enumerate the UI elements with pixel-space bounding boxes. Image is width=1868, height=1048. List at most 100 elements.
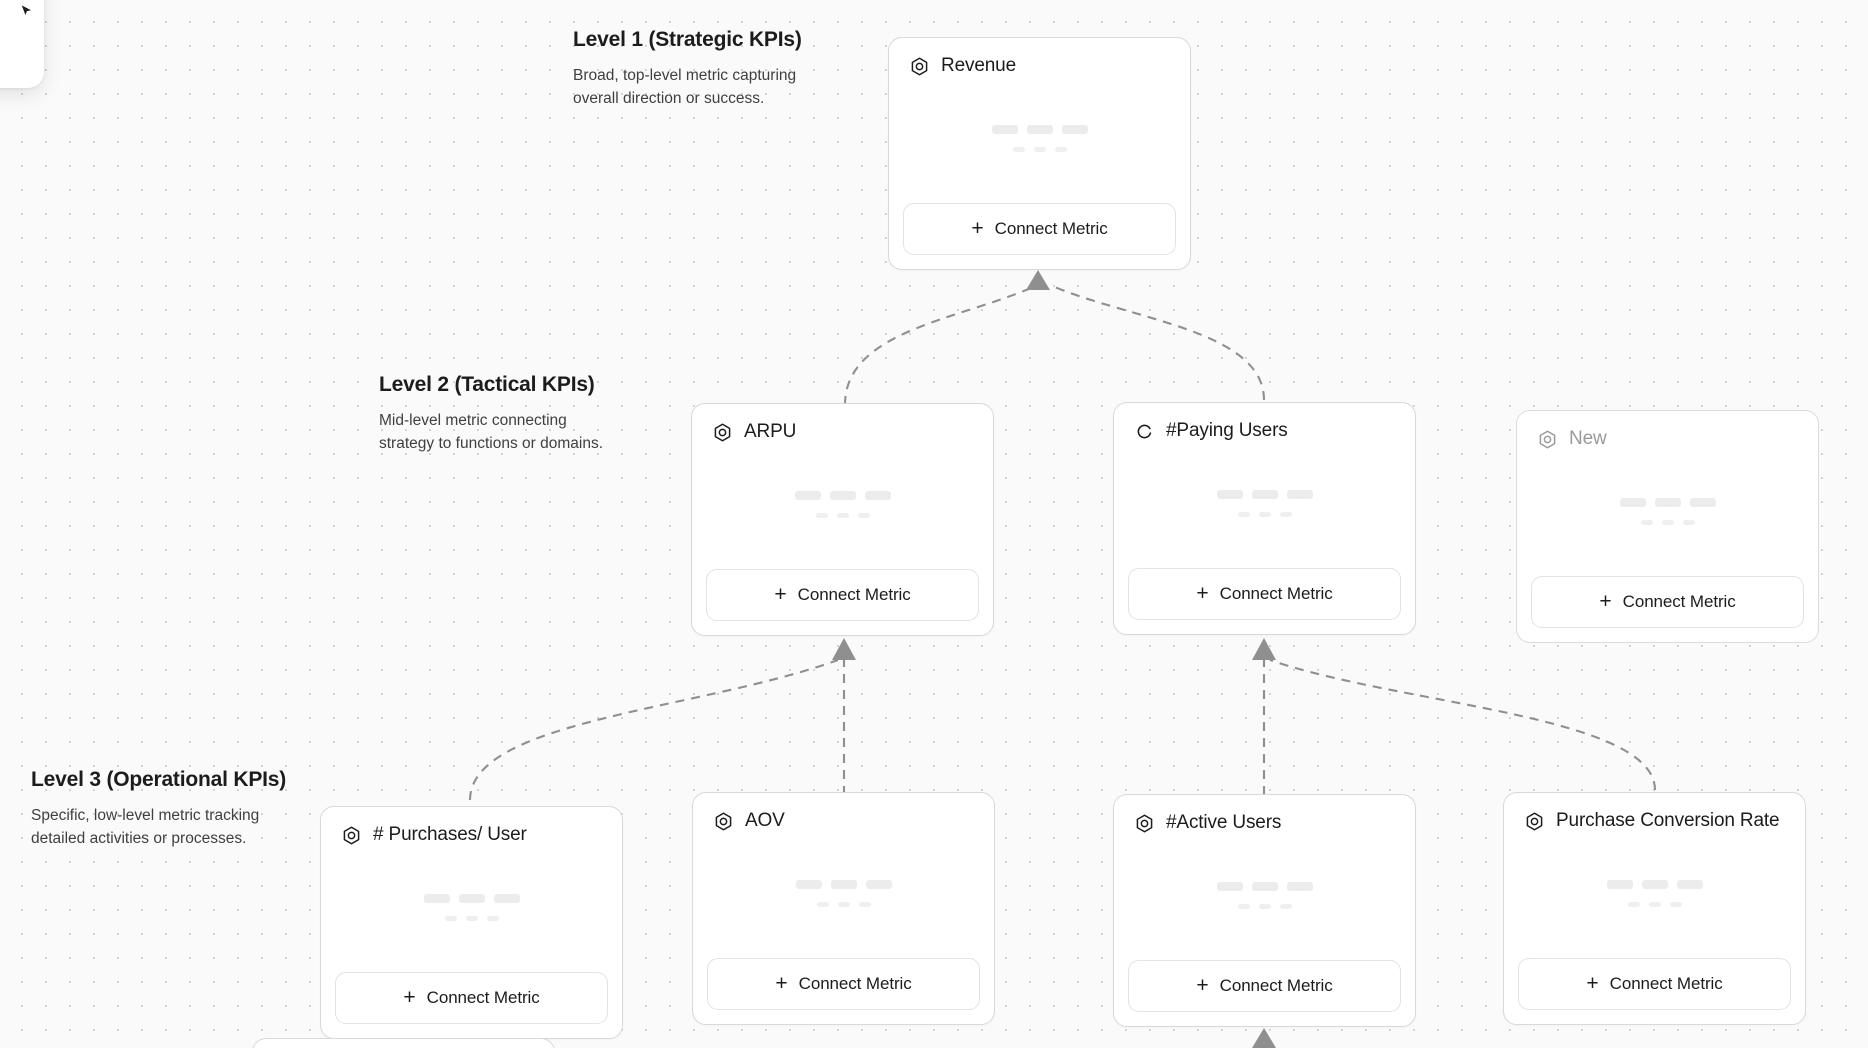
skeleton-row-primary bbox=[1216, 881, 1313, 891]
connect-metric-button[interactable]: + Connect Metric bbox=[1128, 568, 1401, 620]
card-placeholder-body bbox=[1114, 443, 1415, 568]
connect-metric-label: Connect Metric bbox=[797, 585, 911, 604]
skeleton-bar bbox=[1251, 881, 1278, 891]
skeleton-bar-small bbox=[1279, 511, 1292, 517]
level-annotation-2: Level 2 (Tactical KPIs) Mid-level metric… bbox=[379, 372, 679, 455]
skeleton-bar-small bbox=[857, 512, 870, 518]
plus-icon: + bbox=[403, 985, 416, 1009]
skeleton-bar bbox=[1286, 489, 1313, 499]
skeleton-bar bbox=[1251, 489, 1278, 499]
hexagon-metric-icon bbox=[713, 811, 734, 832]
card-placeholder-body bbox=[692, 444, 993, 569]
skeleton-row-secondary bbox=[1012, 146, 1067, 152]
skeleton-row-secondary bbox=[1237, 511, 1292, 517]
plus-icon: + bbox=[774, 582, 787, 606]
card-placeholder-body bbox=[1504, 833, 1805, 958]
skeleton-row-secondary bbox=[816, 901, 871, 907]
skeleton-row-primary bbox=[423, 893, 520, 903]
card-header: #Active Users bbox=[1114, 795, 1415, 835]
level-3-title: Level 3 (Operational KPIs) bbox=[31, 768, 287, 791]
skeleton-bar-small bbox=[858, 901, 871, 907]
skeleton-bar-small bbox=[465, 915, 478, 921]
card-header: Revenue bbox=[889, 38, 1190, 78]
skeleton-bar bbox=[864, 490, 891, 500]
skeleton-bar bbox=[1619, 497, 1646, 507]
skeleton-row-primary bbox=[1619, 497, 1716, 507]
card-title: New bbox=[1569, 428, 1607, 449]
level-1-title: Level 1 (Strategic KPIs) bbox=[573, 28, 802, 51]
card-title: Revenue bbox=[941, 55, 1017, 76]
plus-icon: + bbox=[1196, 973, 1209, 997]
plus-icon: + bbox=[1599, 589, 1612, 613]
card-placeholder-body bbox=[889, 78, 1190, 203]
metric-card-purchase-conversion-rate[interactable]: Purchase Conversion Rate + Connect Metri… bbox=[1503, 792, 1806, 1025]
connect-metric-label: Connect Metric bbox=[994, 219, 1108, 238]
skeleton-bar-small bbox=[1258, 511, 1271, 517]
metric-card-offscreen-bottom[interactable] bbox=[252, 1038, 555, 1048]
plus-icon: + bbox=[1196, 581, 1209, 605]
skeleton-bar-small bbox=[1012, 146, 1025, 152]
card-header: # Purchases/ User bbox=[321, 807, 622, 847]
card-title: Purchase Conversion Rate bbox=[1556, 810, 1780, 831]
skeleton-row-secondary bbox=[1237, 903, 1292, 909]
hexagon-metric-icon bbox=[712, 422, 733, 443]
card-title: #Paying Users bbox=[1166, 420, 1288, 441]
level-2-description: Mid-level metric connecting strategy to … bbox=[379, 412, 604, 452]
connect-metric-label: Connect Metric bbox=[426, 988, 540, 1007]
metric-card-arpu[interactable]: ARPU + Connect Metric bbox=[691, 403, 994, 636]
skeleton-bar-small bbox=[1054, 146, 1067, 152]
skeleton-bar bbox=[1606, 879, 1633, 889]
connector-payingusers-revenue bbox=[1049, 284, 1266, 401]
card-header: Purchase Conversion Rate bbox=[1504, 793, 1805, 833]
skeleton-bar bbox=[1641, 879, 1668, 889]
metric-card-new[interactable]: New + Connect Metric bbox=[1516, 410, 1819, 643]
connect-metric-button[interactable]: + Connect Metric bbox=[335, 972, 608, 1024]
arrowhead-activeusers-down bbox=[1252, 1028, 1276, 1048]
card-title: # Purchases/ User bbox=[373, 824, 527, 845]
skeleton-row-primary bbox=[1216, 489, 1313, 499]
skeleton-bar bbox=[1061, 124, 1088, 134]
card-placeholder-body bbox=[1114, 835, 1415, 960]
card-placeholder-body bbox=[1517, 451, 1818, 576]
skeleton-bar-small bbox=[1237, 903, 1250, 909]
skeleton-bar-small bbox=[815, 512, 828, 518]
skeleton-bar-small bbox=[816, 901, 829, 907]
connect-metric-button[interactable]: + Connect Metric bbox=[706, 569, 979, 621]
card-header: ARPU bbox=[692, 404, 993, 444]
floating-corner-panel[interactable] bbox=[0, 0, 44, 88]
skeleton-row-secondary bbox=[815, 512, 870, 518]
skeleton-bar bbox=[1689, 497, 1716, 507]
connect-metric-button[interactable]: + Connect Metric bbox=[1518, 958, 1791, 1010]
connect-metric-button[interactable]: + Connect Metric bbox=[903, 203, 1176, 255]
connect-metric-label: Connect Metric bbox=[1219, 976, 1333, 995]
metric-card-paying-users[interactable]: #Paying Users + Connect Metric bbox=[1113, 402, 1416, 635]
skeleton-bar-small bbox=[1669, 901, 1682, 907]
card-header: New bbox=[1517, 411, 1818, 451]
metric-card-purchases-per-user[interactable]: # Purchases/ User + Connect Metric bbox=[320, 806, 623, 1039]
skeleton-row-secondary bbox=[444, 915, 499, 921]
skeleton-bar bbox=[1286, 881, 1313, 891]
skeleton-bar bbox=[1216, 489, 1243, 499]
skeleton-bar-small bbox=[444, 915, 457, 921]
level-3-description: Specific, low-level metric tracking deta… bbox=[31, 807, 260, 847]
connect-metric-button[interactable]: + Connect Metric bbox=[1128, 960, 1401, 1012]
arrowhead-revenue bbox=[1026, 270, 1050, 290]
hexagon-metric-icon bbox=[1537, 429, 1558, 450]
level-2-title: Level 2 (Tactical KPIs) bbox=[379, 373, 595, 396]
skeleton-row-primary bbox=[795, 879, 892, 889]
skeleton-bar-small bbox=[1237, 511, 1250, 517]
connect-metric-button[interactable]: + Connect Metric bbox=[1531, 576, 1804, 628]
connector-purchases-arpu bbox=[468, 659, 839, 801]
skeleton-bar-small bbox=[1627, 901, 1640, 907]
card-title: AOV bbox=[745, 810, 785, 831]
cursor-icon[interactable] bbox=[20, 4, 34, 18]
connect-metric-label: Connect Metric bbox=[1609, 974, 1723, 993]
connect-metric-label: Connect Metric bbox=[1219, 584, 1333, 603]
metric-card-active-users[interactable]: #Active Users + Connect Metric bbox=[1113, 794, 1416, 1027]
skeleton-bar bbox=[493, 893, 520, 903]
skeleton-bar bbox=[1676, 879, 1703, 889]
metric-card-revenue[interactable]: Revenue + Connect Metric bbox=[888, 37, 1191, 270]
connect-metric-button[interactable]: + Connect Metric bbox=[707, 958, 980, 1010]
metric-card-aov[interactable]: AOV + Connect Metric bbox=[692, 792, 995, 1025]
